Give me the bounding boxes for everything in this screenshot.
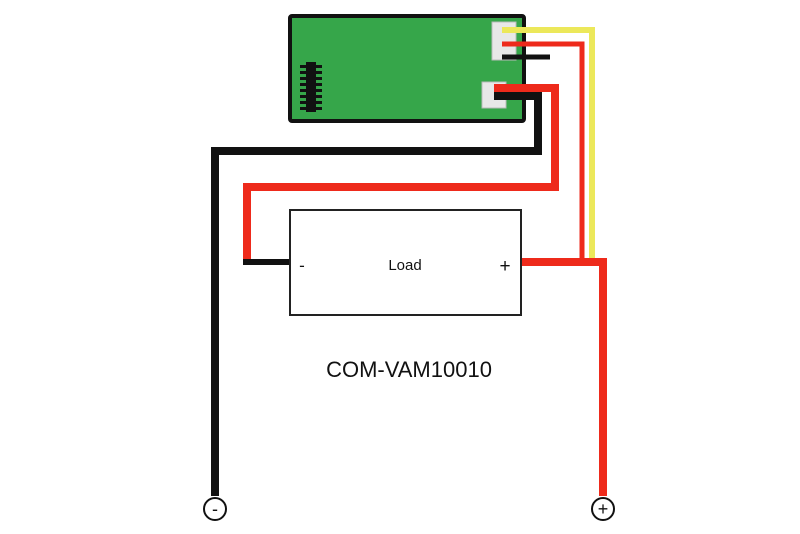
wire-red-thin [502, 41, 585, 262]
positive-terminal-symbol: + [598, 499, 609, 519]
board-pcb [288, 14, 526, 123]
meter-board [288, 14, 526, 123]
wire-red-load-minus [243, 84, 559, 262]
load-label: Load [388, 257, 421, 274]
positive-terminal: + [591, 497, 615, 521]
model-caption: COM-VAM10010 [326, 357, 492, 382]
wire-red-positive [521, 258, 607, 496]
board-chip [300, 62, 322, 112]
wire-black-main [211, 92, 542, 496]
negative-terminal: - [203, 497, 227, 521]
negative-terminal-symbol: - [212, 499, 218, 519]
wire-yellow [502, 27, 595, 262]
load-minus-label: - [299, 256, 305, 275]
load-box: Load - + [289, 209, 522, 316]
load-plus-label: + [499, 256, 510, 277]
